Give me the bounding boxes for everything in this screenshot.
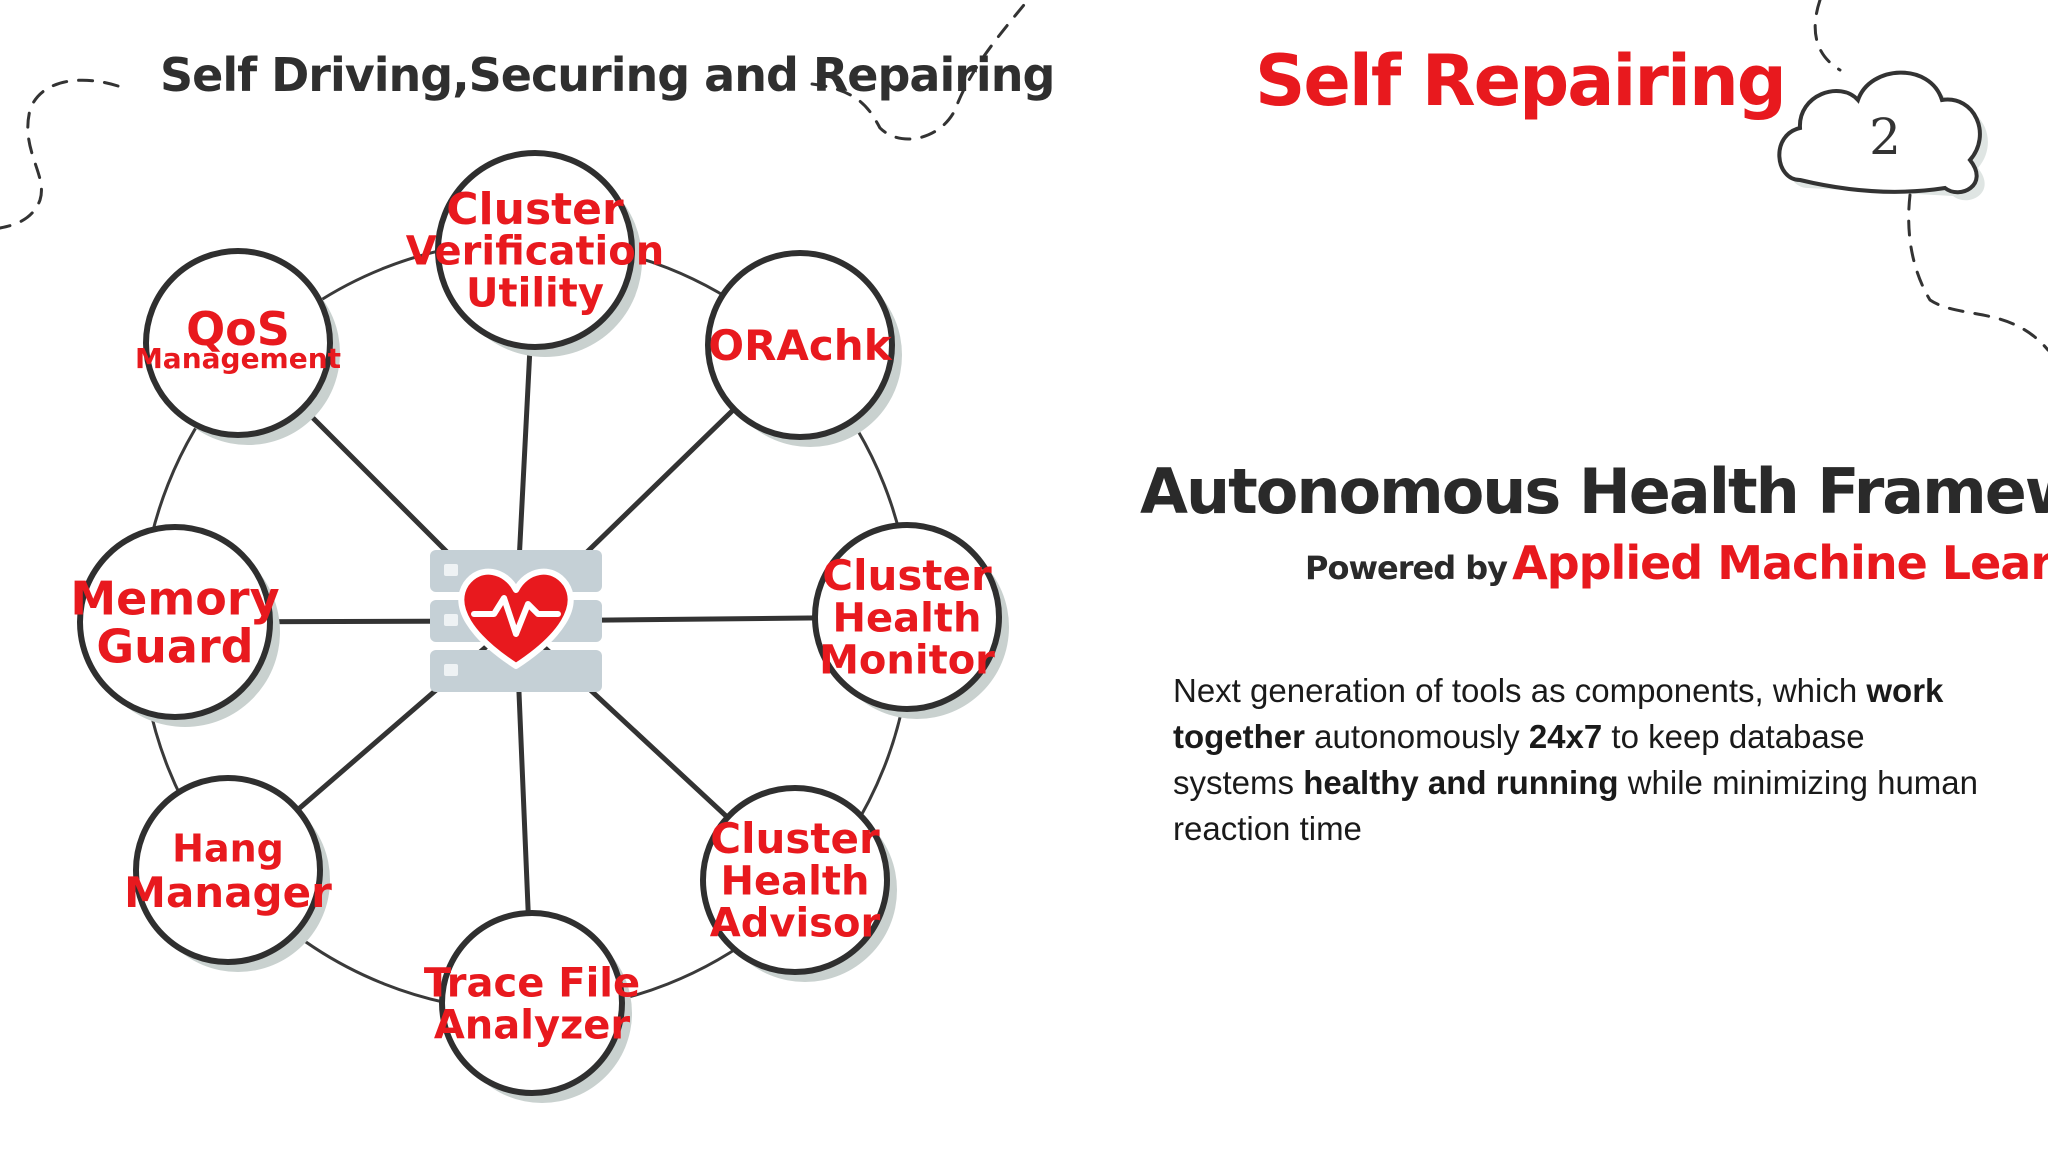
node-circle (77, 524, 273, 720)
node-label-line: Monitor (819, 637, 995, 683)
node-label-line: Management (135, 342, 341, 375)
description-part: to keep database systems (1173, 718, 1865, 801)
description-part: while minimizing human reaction time (1173, 764, 1979, 847)
node-circle (133, 775, 323, 965)
node-label-line: Utility (466, 270, 604, 316)
node-circle (700, 785, 890, 975)
node-label-line: Cluster (822, 551, 992, 600)
powered-by-row: Powered by Applied Machine Learning (1305, 536, 2048, 590)
header-left-title: Self Driving,Securing and Repairing (160, 48, 1055, 102)
server-heart-icon (430, 550, 602, 692)
node-label-line: Health (833, 595, 982, 641)
dashed-swirl-top (810, 0, 1030, 141)
node-label-line: Health (721, 858, 870, 904)
node-circle (439, 910, 625, 1096)
node-label-line: Guard (96, 620, 253, 674)
powered-by-highlight: Applied Machine Learning (1512, 536, 2048, 590)
node-label-line: Memory (70, 571, 279, 625)
description-part: autonomously (1305, 718, 1529, 755)
node-label-line: Cluster (710, 814, 880, 863)
node-label-line: Hang (172, 827, 284, 871)
node-circle (435, 150, 635, 350)
node-circle (143, 248, 333, 438)
node-circle (812, 522, 1002, 712)
header-right-title: Self Repairing (1255, 40, 1787, 122)
node-label-line: Trace File (424, 960, 640, 1006)
dashed-swirl-left (0, 78, 120, 230)
description-part: Next generation of tools as components, … (1173, 672, 1867, 709)
node-label-line: Cluster (446, 184, 624, 235)
dashed-swirl-right (1813, 0, 2048, 352)
node-label-line: Verification (406, 228, 664, 274)
description-text: Next generation of tools as components, … (1173, 668, 1993, 852)
node-label-line: QoS (186, 302, 290, 356)
description-part: work together (1173, 672, 1944, 755)
page-number: 2 (1869, 108, 1901, 166)
node-orachk: ORAchk (705, 250, 902, 447)
powered-by-prefix: Powered by (1305, 549, 1508, 587)
node-circle (705, 250, 895, 440)
description-part: healthy and running (1303, 764, 1619, 801)
node-label-line: Advisor (710, 900, 881, 946)
framework-title: Autonomous Health Framework (1140, 455, 2048, 528)
node-label-line: Manager (124, 868, 332, 917)
node-label-line: ORAchk (708, 321, 892, 370)
cloud-icon (1777, 70, 1982, 195)
node-label-line: Analyzer (434, 1002, 631, 1048)
description-part: 24x7 (1528, 718, 1603, 755)
